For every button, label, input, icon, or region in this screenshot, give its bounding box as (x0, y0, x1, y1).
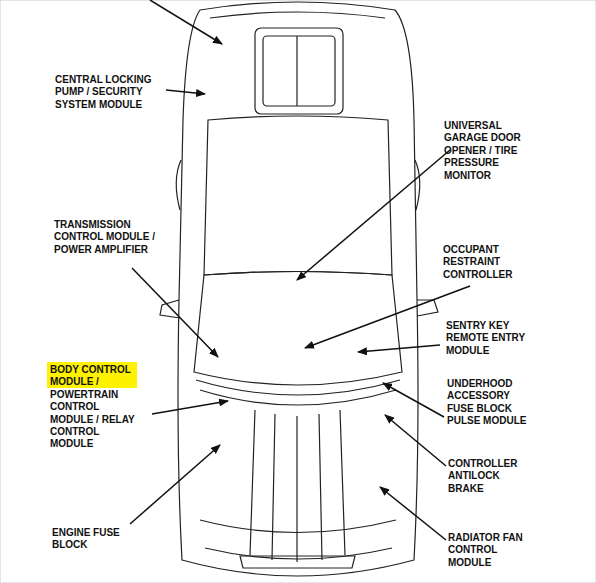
part-label: BODY CONTROL MODULE / POWERTRAIN CONTROL… (50, 364, 142, 451)
part-label: TRANSMISSION CONTROL MODULE / POWER AMPL… (54, 219, 170, 256)
part-label: UNIVERSAL GARAGE DOOR OPENER / TIRE PRES… (444, 120, 524, 182)
part-label: CENTRAL LOCKING PUMP / SECURITY SYSTEM M… (55, 74, 155, 111)
part-label: OCCUPANT RESTRAINT CONTROLLER (443, 244, 523, 281)
part-label: RADIATOR FAN CONTROL MODULE (448, 532, 538, 569)
part-label: CONTROLLER ANTILOCK BRAKE (448, 458, 528, 495)
car-body (160, 2, 438, 576)
part-label: SENTRY KEY REMOTE ENTRY MODULE (446, 320, 538, 357)
part-label: UNDERHOOD ACCESSORY FUSE BLOCK PULSE MOD… (447, 378, 539, 428)
part-label: ENGINE FUSE BLOCK (52, 527, 132, 552)
leader-lines (130, 0, 470, 540)
